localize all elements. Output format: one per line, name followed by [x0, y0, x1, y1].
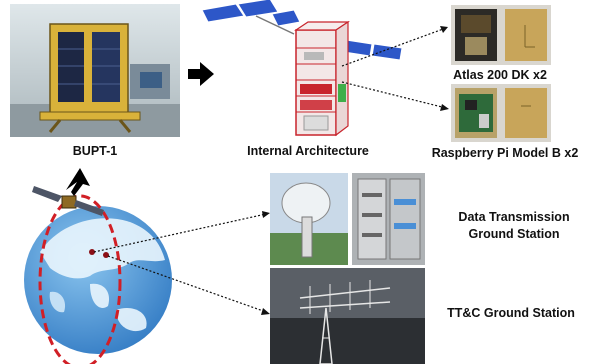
data-station-label-line1: Data Transmission: [458, 210, 570, 224]
raspberry-board-photo: [451, 84, 551, 142]
bupt1-photo: [10, 4, 180, 137]
data-station-label: Data Transmission Ground Station: [436, 209, 592, 243]
up-arrow-icon: [64, 166, 96, 196]
internal-architecture-label: Internal Architecture: [247, 144, 369, 158]
satellite-icon: [32, 180, 108, 220]
board-pointers: [330, 0, 460, 140]
solar-panel-right: [329, 39, 403, 61]
data-station-label-line2: Ground Station: [468, 227, 560, 241]
atlas-label: Atlas 200 DK x2: [453, 68, 547, 82]
dashed-orbit-icon: [38, 194, 122, 364]
atlas-board-photo: [451, 5, 551, 65]
internal-architecture-diagram: [196, 0, 416, 140]
solar-panel-left: [201, 0, 301, 35]
ttc-station-label: TT&C Ground Station: [447, 306, 575, 320]
raspberry-label: Raspberry Pi Model B x2: [431, 146, 579, 160]
data-station-photo: [270, 173, 425, 265]
ttc-station-photo: [270, 268, 425, 364]
station-pointers: [90, 200, 275, 330]
bupt1-label: BUPT-1: [72, 144, 118, 158]
right-arrow-icon: [188, 62, 214, 86]
